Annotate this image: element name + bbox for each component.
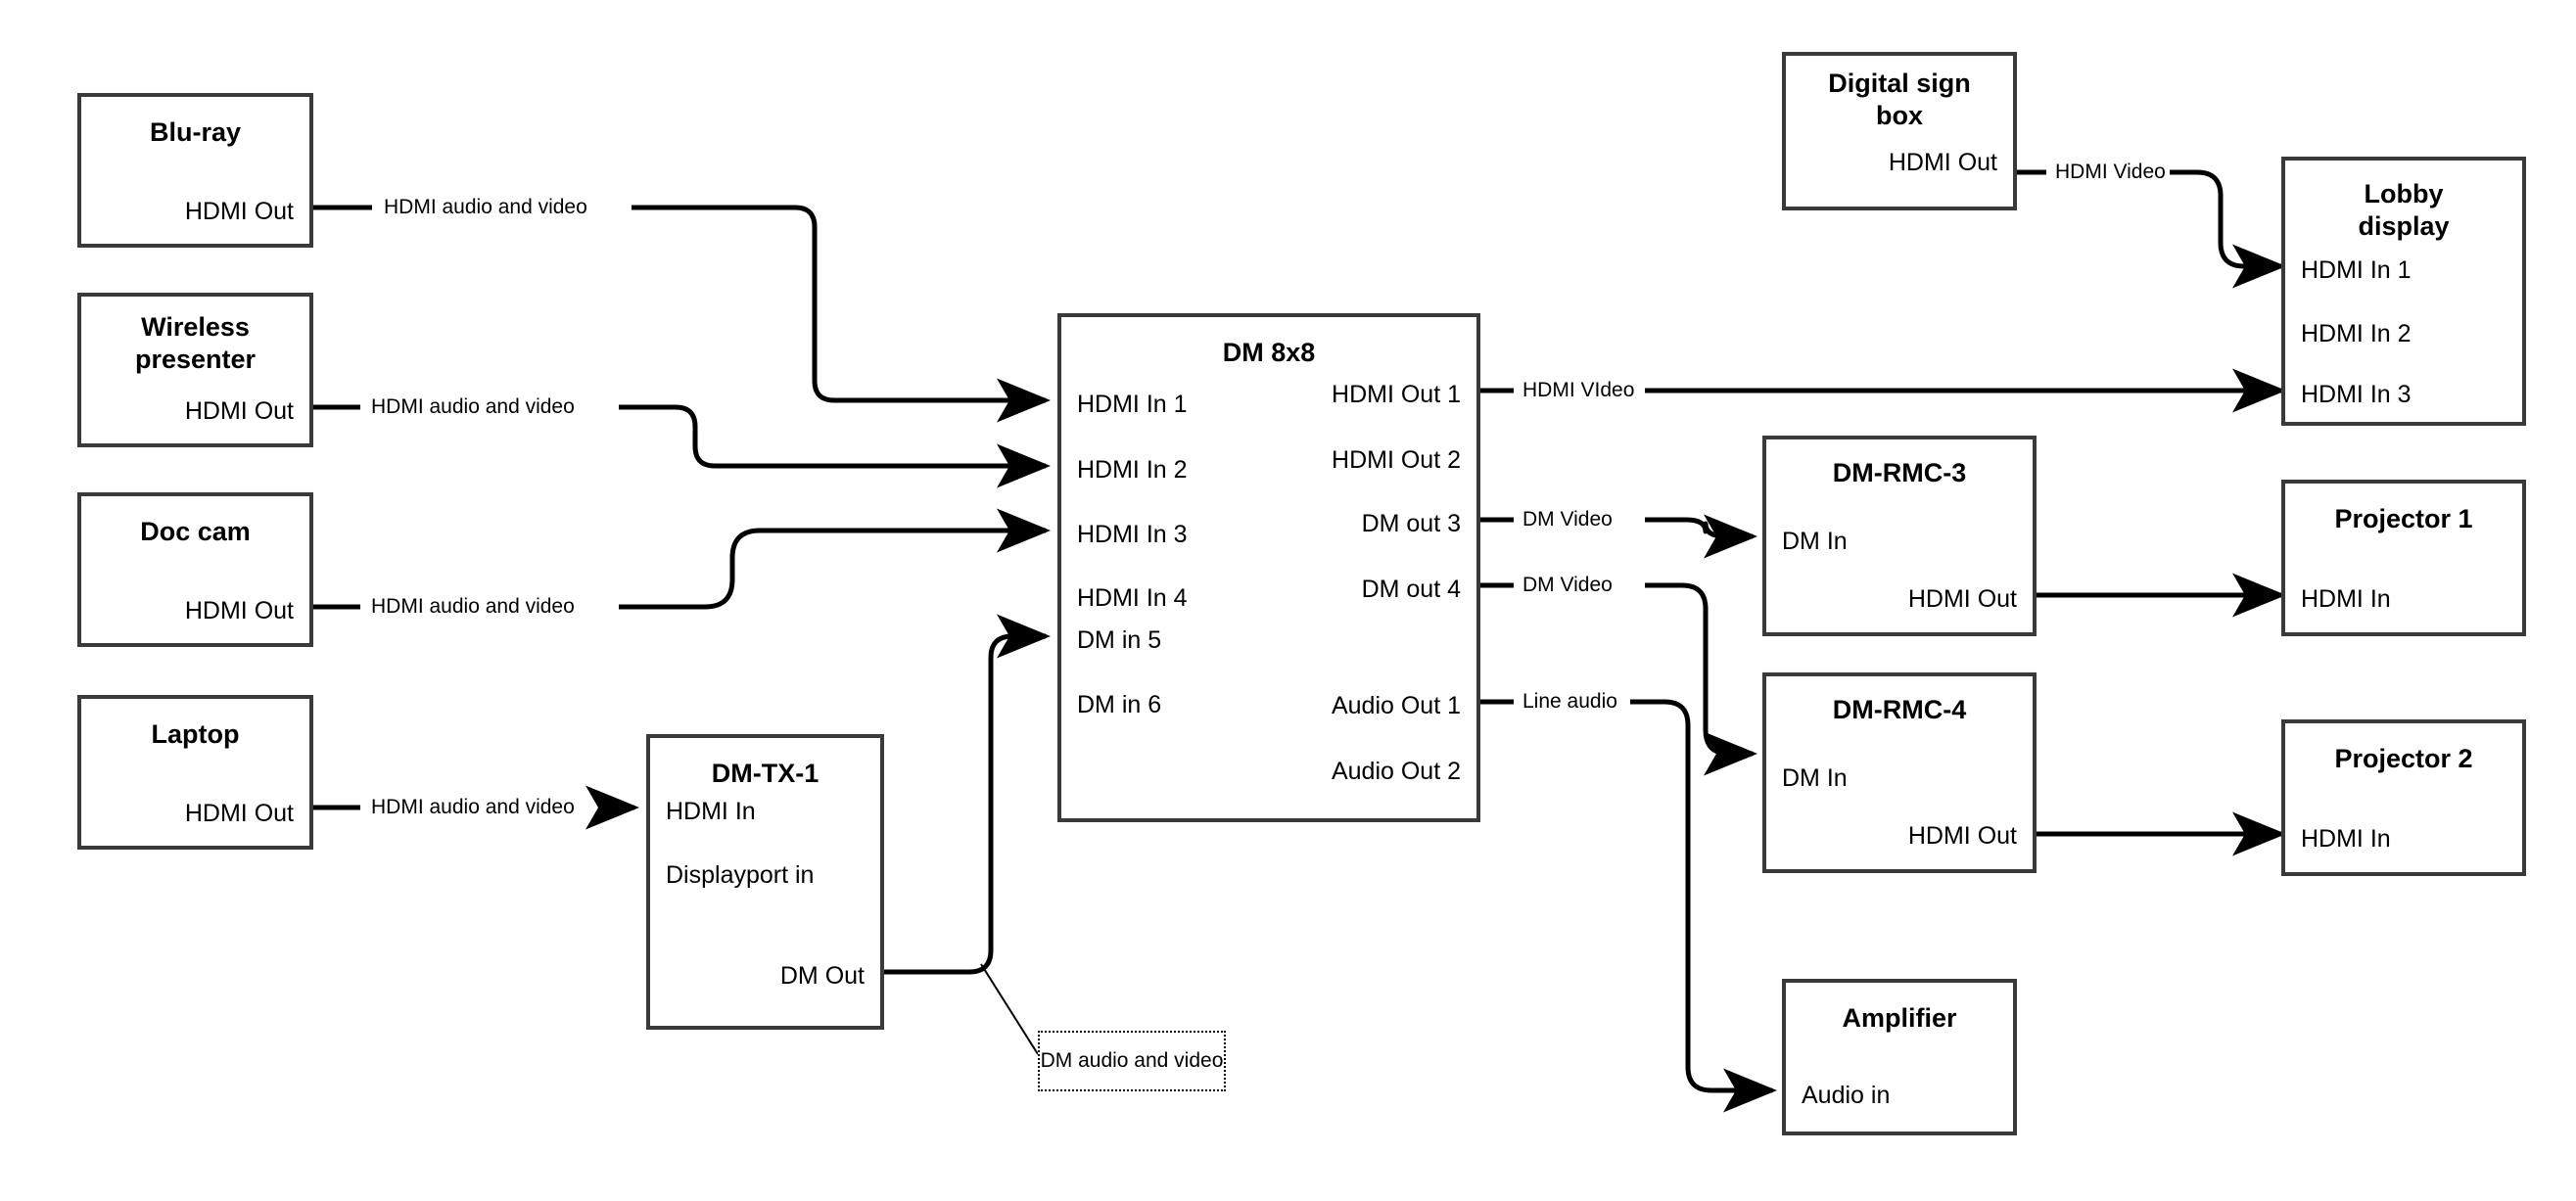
- port-dm-rmc-3-hdmi-out[interactable]: HDMI Out: [1907, 585, 2017, 613]
- edge-label-hdmi-video-out1: HDMI VIdeo: [1519, 378, 1639, 402]
- node-dm-8x8[interactable]: DM 8x8 HDMI In 1 HDMI In 2 HDMI In 3 HDM…: [1057, 313, 1480, 822]
- port-doc-cam-hdmi-out[interactable]: HDMI Out: [184, 597, 294, 624]
- node-title-wireless-presenter-line2: presenter: [134, 345, 257, 374]
- port-dm-rmc-4-hdmi-out[interactable]: HDMI Out: [1907, 822, 2017, 850]
- wire-dmtx1-to-dm8x8: [884, 614, 1051, 975]
- node-title-dm-rmc-3: DM-RMC-3: [1832, 458, 1967, 487]
- node-projector-1[interactable]: Projector 1 HDMI In: [2281, 480, 2526, 636]
- node-title-dm-8x8: DM 8x8: [1222, 338, 1316, 367]
- node-wireless-presenter[interactable]: Wireless presenter HDMI Out: [77, 293, 313, 447]
- edge-label-doccam: HDMI audio and video: [367, 594, 579, 619]
- edge-label-sign-hdmi-video: HDMI Video: [2051, 160, 2170, 184]
- port-amplifier-audio-in[interactable]: Audio in: [1802, 1082, 1891, 1109]
- port-wireless-presenter-hdmi-out[interactable]: HDMI Out: [184, 397, 294, 425]
- wire-dm8x8-out3-to-rmc3: [1480, 520, 1753, 536]
- node-title-digital-sign-box-line2: box: [1875, 101, 1923, 130]
- node-lobby-display[interactable]: Lobby display HDMI In 1 HDMI In 2 HDMI I…: [2281, 157, 2526, 426]
- port-lobby-display-hdmi-in-1[interactable]: HDMI In 1: [2301, 256, 2412, 284]
- port-dm-8x8-hdmi-out-1[interactable]: HDMI Out 1: [1332, 381, 1461, 408]
- wire-dm8x8-out4-to-rmc4: [1480, 582, 1753, 754]
- port-laptop-hdmi-out[interactable]: HDMI Out: [184, 800, 294, 827]
- node-dm-rmc-4[interactable]: DM-RMC-4 DM In HDMI Out: [1762, 672, 2037, 873]
- callout-dm-audio-video: DM audio and video: [1038, 1031, 1226, 1091]
- port-dm-8x8-hdmi-in-3[interactable]: HDMI In 3: [1077, 521, 1188, 548]
- node-title-wireless-presenter-line1: Wireless: [141, 312, 250, 342]
- callout-leader-line: [980, 963, 1039, 1055]
- node-blu-ray[interactable]: Blu-ray HDMI Out: [77, 93, 313, 248]
- wire-wireless-to-dm8x8: [313, 404, 1046, 466]
- edge-label-dm-video-4: DM Video: [1519, 573, 1616, 597]
- node-title-blu-ray: Blu-ray: [149, 117, 242, 147]
- edge-label-wireless: HDMI audio and video: [367, 394, 579, 419]
- port-dm-tx-1-hdmi-in[interactable]: HDMI In: [666, 798, 756, 825]
- node-dm-tx-1[interactable]: DM-TX-1 HDMI In Displayport in DM Out: [646, 734, 884, 1030]
- port-dm-8x8-dm-out-3[interactable]: DM out 3: [1361, 510, 1461, 537]
- port-dm-8x8-hdmi-out-2[interactable]: HDMI Out 2: [1332, 446, 1461, 474]
- node-dm-rmc-3[interactable]: DM-RMC-3 DM In HDMI Out: [1762, 436, 2037, 636]
- node-projector-2[interactable]: Projector 2 HDMI In: [2281, 719, 2526, 876]
- node-title-projector-1: Projector 1: [2334, 504, 2473, 533]
- node-title-lobby-display-line2: display: [2358, 211, 2450, 241]
- port-dm-8x8-hdmi-in-2[interactable]: HDMI In 2: [1077, 456, 1188, 484]
- port-dm-8x8-hdmi-in-1[interactable]: HDMI In 1: [1077, 391, 1188, 418]
- node-title-amplifier: Amplifier: [1842, 1003, 1957, 1033]
- port-dm-8x8-hdmi-in-4[interactable]: HDMI In 4: [1077, 584, 1188, 612]
- wire-bluray-to-dm8x8: [313, 205, 1046, 400]
- node-digital-sign-box[interactable]: Digital sign box HDMI Out: [1782, 52, 2017, 210]
- port-digital-sign-box-hdmi-out[interactable]: HDMI Out: [1888, 149, 1997, 176]
- port-dm-8x8-dm-in-5[interactable]: DM in 5: [1077, 626, 1162, 654]
- port-dm-8x8-audio-out-2[interactable]: Audio Out 2: [1331, 758, 1461, 785]
- port-projector-1-hdmi-in[interactable]: HDMI In: [2301, 585, 2391, 613]
- port-dm-8x8-dm-out-4[interactable]: DM out 4: [1361, 576, 1461, 603]
- node-amplifier[interactable]: Amplifier Audio in: [1782, 979, 2017, 1135]
- node-title-digital-sign-box-line1: Digital sign: [1828, 69, 1971, 98]
- port-projector-2-hdmi-in[interactable]: HDMI In: [2301, 825, 2391, 853]
- node-title-dm-rmc-4: DM-RMC-4: [1832, 695, 1967, 724]
- edge-label-dm-video-3: DM Video: [1519, 507, 1616, 531]
- port-dm-8x8-audio-out-1[interactable]: Audio Out 1: [1331, 692, 1461, 719]
- edge-label-laptop: HDMI audio and video: [367, 795, 579, 819]
- wire-dm8x8-audio1-to-amplifier: [1480, 699, 1772, 1090]
- wire-doccam-to-dm8x8: [313, 531, 1046, 610]
- port-dm-rmc-4-dm-in[interactable]: DM In: [1782, 764, 1848, 792]
- port-dm-tx-1-displayport-in[interactable]: Displayport in: [666, 861, 815, 889]
- port-lobby-display-hdmi-in-3[interactable]: HDMI In 3: [2301, 381, 2412, 408]
- node-title-dm-tx-1: DM-TX-1: [711, 759, 820, 788]
- node-laptop[interactable]: Laptop HDMI Out: [77, 695, 313, 850]
- port-blu-ray-hdmi-out[interactable]: HDMI Out: [184, 198, 294, 225]
- port-dm-tx-1-dm-out[interactable]: DM Out: [779, 962, 865, 990]
- node-title-lobby-display-line1: Lobby: [2364, 179, 2444, 208]
- node-doc-cam[interactable]: Doc cam HDMI Out: [77, 492, 313, 647]
- node-title-laptop: Laptop: [151, 719, 240, 749]
- wire-sign-to-lobby: [2017, 169, 2281, 266]
- port-dm-rmc-3-dm-in[interactable]: DM In: [1782, 528, 1848, 555]
- node-title-projector-2: Projector 2: [2334, 744, 2473, 773]
- edge-label-line-audio: Line audio: [1519, 689, 1621, 714]
- node-title-doc-cam: Doc cam: [140, 517, 251, 546]
- port-dm-8x8-dm-in-6[interactable]: DM in 6: [1077, 691, 1162, 718]
- port-lobby-display-hdmi-in-2[interactable]: HDMI In 2: [2301, 320, 2412, 347]
- edge-label-bluray: HDMI audio and video: [380, 195, 591, 219]
